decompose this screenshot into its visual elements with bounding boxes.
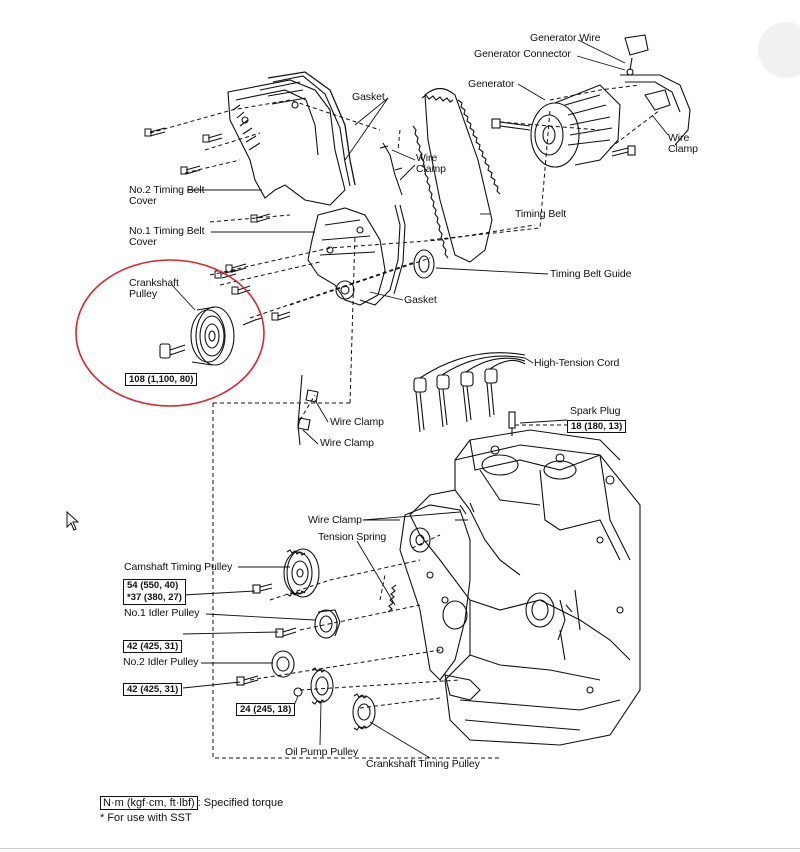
no2-idler-pulley (236, 650, 295, 686)
label-high-tension-cord: High-Tension Cord (534, 357, 620, 369)
label-crankshaft-timing-pulley: Crankshaft Timing Pulley (366, 758, 480, 770)
crankshaft-pulley (159, 306, 263, 366)
label-wire-clamp-generator: Wire Clamp (668, 132, 698, 155)
generator (491, 84, 636, 168)
torque-spark-plug: 18 (180, 13) (567, 420, 627, 433)
label-generator-connector: Generator Connector (474, 48, 571, 60)
label-wire-clamp-engine: Wire Clamp (308, 514, 362, 526)
label-wire-clamp-2: Wire Clamp (320, 437, 374, 449)
torque-oil-pump: 24 (245, 18) (236, 703, 296, 716)
legend-unit-text: : Specified torque (197, 797, 284, 809)
timing-cover-plate (399, 504, 481, 701)
mouse-pointer-icon (66, 511, 80, 531)
tension-spring (387, 584, 397, 613)
crankshaft-pulley-highlight-circle (75, 259, 265, 407)
legend-unit-row: N·m (kgf·cm, ft·lbf): Specified torque (100, 796, 284, 810)
label-wire-clamp-1: Wire Clamp (330, 416, 384, 428)
generator-wire-harness (620, 34, 691, 146)
label-no2-timing-belt-cover: No.2 Timing Belt Cover (129, 184, 205, 207)
no2-timing-belt-cover (227, 79, 346, 206)
label-no1-timing-belt-cover: No.1 Timing Belt Cover (129, 225, 205, 248)
leader-lines (171, 39, 669, 759)
label-gasket-top: Gasket (352, 91, 385, 103)
torque-camshaft: 54 (550, 40) *37 (380, 27) (123, 579, 186, 605)
torque-camshaft-standard: 54 (550, 40) (127, 580, 179, 591)
timing-belt (412, 87, 501, 263)
label-wire-clamp-top: Wire Clamp (416, 152, 446, 175)
label-timing-belt: Timing Belt (515, 208, 567, 220)
label-no2-idler-pulley: No.2 Idler Pulley (123, 656, 199, 668)
camshaft-timing-pulley (252, 548, 320, 598)
bolts-upper (144, 127, 271, 223)
wire-clamp-top (379, 142, 403, 196)
crankshaft-timing-pulley (352, 693, 376, 731)
bolts-middle (214, 263, 291, 321)
label-generator-wire: Generator Wire (530, 32, 601, 44)
no1-timing-belt-cover (307, 207, 386, 306)
torque-no2-idler: 42 (425, 31) (123, 683, 183, 696)
label-tension-spring: Tension Spring (318, 531, 387, 543)
label-oil-pump-pulley: Oil Pump Pulley (285, 746, 359, 758)
label-crankshaft-pulley: Crankshaft Pulley (129, 277, 179, 300)
label-generator: Generator (468, 78, 515, 90)
torque-camshaft-sst: *37 (380, 27) (127, 592, 182, 603)
engine-block (409, 429, 641, 746)
legend-note: * For use with SST (100, 812, 192, 824)
label-spark-plug: Spark Plug (570, 405, 621, 417)
label-timing-belt-guide: Timing Belt Guide (550, 268, 632, 280)
label-gasket-lower: Gasket (404, 294, 437, 306)
torque-no1-idler: 42 (425, 31) (123, 640, 183, 653)
assembly-guide-lines (149, 84, 661, 759)
no1-idler-pulley (275, 609, 341, 639)
oil-pump-pulley (293, 667, 334, 705)
gasket-strip-top (267, 71, 356, 186)
scroll-handle[interactable] (758, 22, 800, 78)
spark-plug-part (508, 411, 516, 436)
wire-clamps-engine (455, 502, 475, 521)
legend-unit-box: N·m (kgf·cm, ft·lbf) (100, 796, 198, 810)
label-no1-idler-pulley: No.1 Idler Pulley (124, 607, 200, 619)
gasket-strip-lower (359, 204, 401, 306)
label-camshaft-timing-pulley: Camshaft Timing Pulley (124, 561, 233, 573)
legend: N·m (kgf·cm, ft·lbf): Specified torque *… (100, 796, 284, 825)
timing-belt-guide (413, 249, 435, 279)
torque-crankshaft-pulley: 108 (1,100, 80) (125, 373, 198, 386)
bottom-divider (0, 848, 800, 849)
high-tension-cords (413, 352, 526, 433)
